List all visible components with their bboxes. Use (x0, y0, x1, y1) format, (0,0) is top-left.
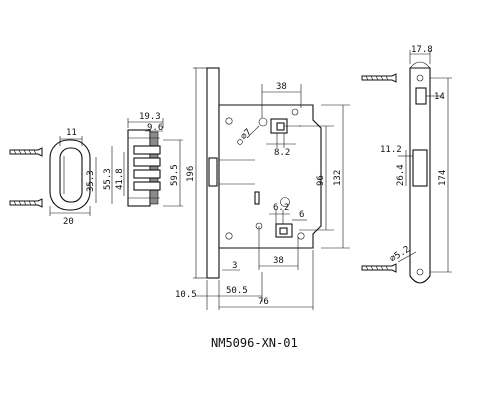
dim-face-11-2: 11.2 (380, 145, 402, 155)
dim-gap-3: 3 (232, 261, 237, 271)
lock-body-view: 196 38 ⌀7 8.2 (175, 67, 350, 310)
screw-icon (9, 198, 43, 208)
dim-body-132: 132 (333, 170, 343, 186)
dim-bolt-19-3: 19.3 (139, 112, 161, 122)
dim-strike-height: 35.3 (86, 170, 96, 192)
dim-strike-depth: 20 (63, 217, 74, 227)
screw-icon (361, 73, 397, 83)
dim-strike-width: 11 (66, 128, 77, 138)
dim-bottom-38: 38 (273, 256, 284, 266)
screw-icon (361, 263, 397, 273)
dim-face-14: 14 (434, 92, 445, 102)
latch-side-view: 19.3 9.6 55.3 41.8 59.5 (103, 112, 183, 207)
dim-body-height: 196 (186, 166, 196, 182)
dim-backset-50-5: 50.5 (226, 286, 248, 296)
dim-face-10-5: 10.5 (175, 290, 197, 300)
dim-hub-96: 96 (316, 175, 326, 186)
screw-icon (9, 147, 43, 157)
dim-face-17-8: 17.8 (411, 45, 433, 55)
dim-bolt-41-8: 41.8 (115, 168, 125, 190)
dim-depth-76: 76 (258, 297, 269, 307)
dim-cyl-6-2: 6.2 (273, 203, 289, 213)
dim-face-26-4: 26.4 (396, 164, 406, 186)
dim-top-38: 38 (276, 82, 287, 92)
dim-bolt-9-6: 9.6 (147, 123, 163, 133)
model-number: NM5096-XN-01 (211, 336, 298, 350)
dim-screw-5-2: ⌀5.2 (388, 245, 412, 265)
dim-cyl-6: 6 (299, 210, 304, 220)
faceplate-view: 17.8 14 11.2 26.4 174 ⌀5.2 (361, 45, 452, 284)
dim-face-174: 174 (438, 170, 448, 186)
dim-top-8-2: 8.2 (274, 148, 290, 158)
dim-bolt-59-5: 59.5 (170, 164, 180, 186)
dim-bolt-55-3: 55.3 (103, 168, 113, 190)
lock-case (218, 104, 322, 249)
strike-plate-view: 11 20 35.3 (9, 128, 97, 227)
